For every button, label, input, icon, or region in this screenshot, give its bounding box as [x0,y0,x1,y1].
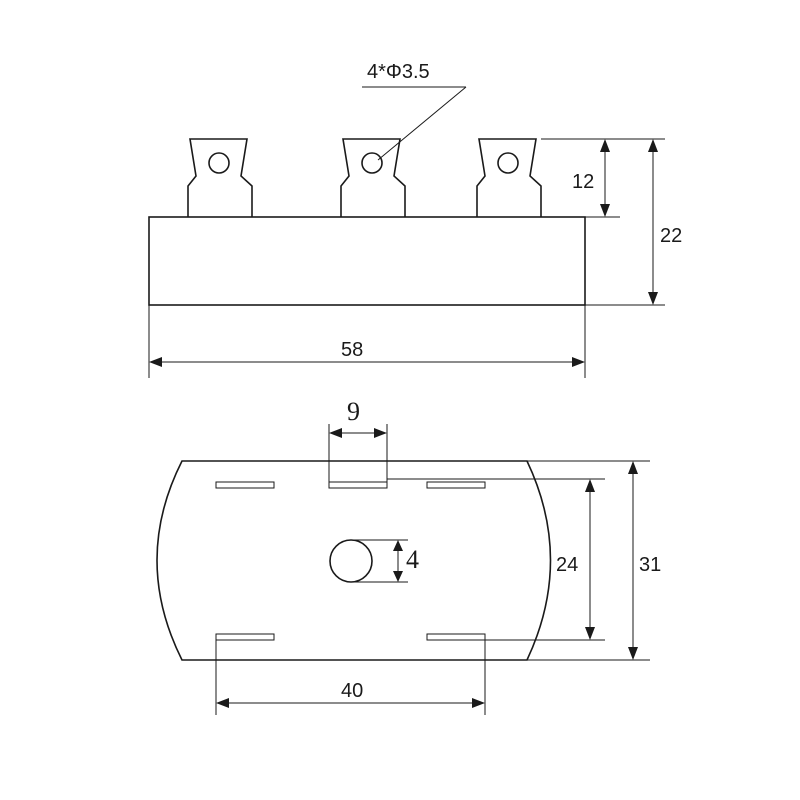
center-hole-icon [329,539,373,583]
mounting-slot [426,481,486,489]
dim-terminal-height-label: 12 [572,171,594,193]
dim-slot-spacing: 9 [328,397,388,488]
dim-outer-height: 31 [527,460,661,661]
side-view: 4*Φ3.5 12 22 58 [148,61,682,378]
bottom-view-outline [156,460,552,661]
dim-terminal-height: 12 [541,138,665,218]
terminal-left [187,138,253,217]
dim-center-hole-label: 4 [406,545,419,574]
hole-callout: 4*Φ3.5 [362,61,467,161]
dim-center-hole: 4 [351,539,419,583]
dim-body-width: 58 [148,305,586,378]
dim-body-width-label: 58 [341,339,363,361]
side-view-body [148,216,586,306]
mounting-slot [328,481,388,489]
dim-inner-height: 24 [387,478,605,641]
dim-slot-pitch-label: 40 [341,680,363,702]
dim-slot-spacing-label: 9 [347,397,360,426]
dim-outer-height-label: 31 [639,554,661,576]
terminal-hole-icon [361,152,383,174]
dim-total-height-label: 22 [660,225,682,247]
mounting-slot [215,633,275,641]
terminal-right [476,138,542,217]
mounting-slot [215,481,275,489]
dim-slot-pitch: 40 [215,640,486,715]
hole-callout-label: 4*Φ3.5 [367,61,430,83]
bottom-view: 9 4 24 31 [156,397,661,715]
terminal-hole-icon [208,152,230,174]
mounting-slot [426,633,486,641]
terminal-hole-icon [497,152,519,174]
terminal-center [340,138,406,217]
dim-inner-height-label: 24 [556,554,578,576]
dim-total-height: 22 [585,139,682,306]
